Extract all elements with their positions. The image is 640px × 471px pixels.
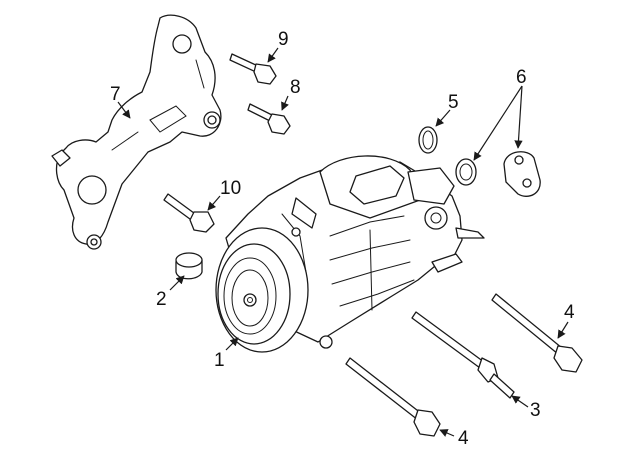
gasket-6 — [503, 151, 541, 197]
leader-6a — [473, 85, 523, 161]
o-ring-5 — [418, 126, 438, 154]
leader-4a — [557, 321, 569, 339]
leader-5 — [435, 109, 451, 127]
bolt-10 — [163, 193, 215, 233]
leader-8 — [281, 95, 289, 111]
bolt-4-upper — [491, 293, 583, 373]
leader-10 — [207, 195, 221, 211]
leader-7 — [117, 101, 131, 119]
leader-lines — [117, 47, 569, 437]
leader-2 — [169, 275, 185, 291]
leader-9 — [267, 47, 279, 63]
callout-5: 5 — [448, 92, 459, 113]
callout-3: 3 — [530, 400, 541, 421]
callout-1: 1 — [214, 350, 225, 371]
bolt-4-lower — [345, 357, 441, 437]
callout-7: 7 — [110, 84, 121, 105]
callout-8: 8 — [290, 77, 301, 98]
callout-9: 9 — [278, 29, 289, 50]
callout-4-upper: 4 — [564, 302, 575, 323]
leader-3 — [511, 395, 529, 408]
o-ring-6 — [455, 158, 477, 186]
bolt-9 — [229, 53, 277, 85]
callout-6: 6 — [516, 67, 527, 88]
bolt-8 — [247, 103, 291, 135]
bushing — [175, 252, 203, 280]
callout-4-lower: 4 — [458, 428, 469, 449]
leader-4b — [439, 429, 455, 437]
mounting-bracket — [51, 14, 222, 250]
ac-compressor — [215, 155, 485, 353]
callout-10: 10 — [220, 178, 241, 199]
stud-3 — [411, 311, 515, 399]
leader-6b — [514, 85, 523, 149]
leader-1 — [225, 337, 239, 351]
callout-2: 2 — [156, 289, 167, 310]
